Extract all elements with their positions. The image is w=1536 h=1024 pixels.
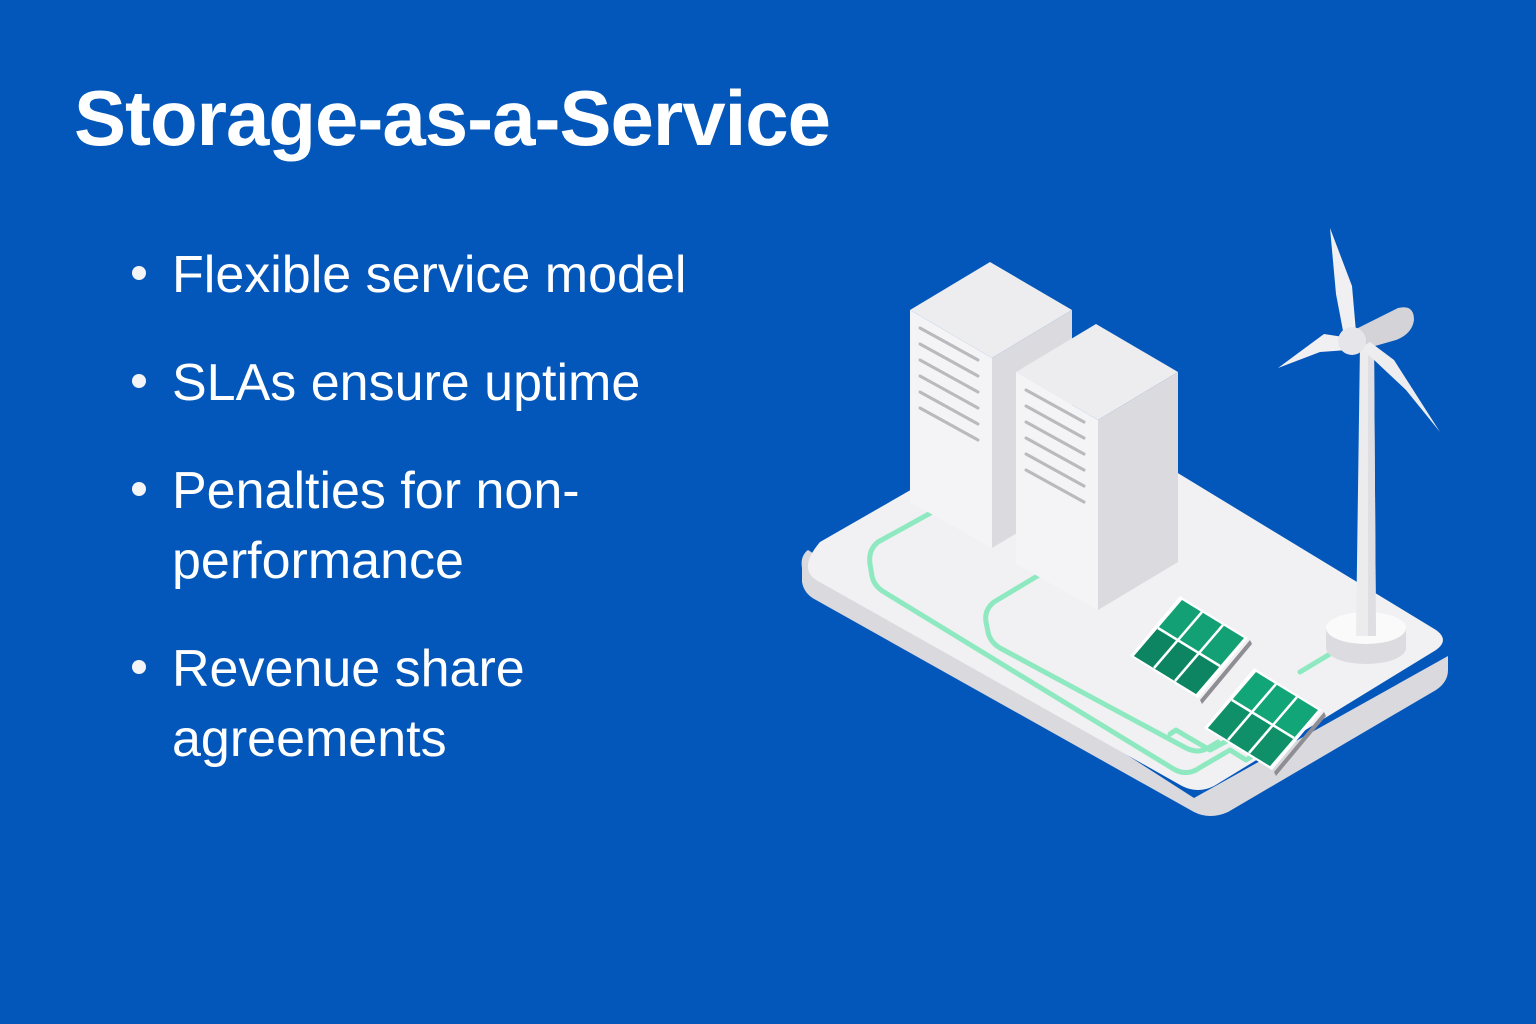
bullet-item: Penalties for non-performance: [128, 456, 778, 596]
bullet-text: SLAs ensure uptime: [172, 354, 641, 412]
bullet-dot-icon: [132, 374, 146, 388]
bullet-item: SLAs ensure uptime: [128, 348, 778, 418]
bullet-text: Revenue share agreements: [172, 640, 525, 768]
energy-storage-illustration: [801, 228, 1448, 816]
wind-turbine: [1278, 228, 1440, 664]
bullet-text: Flexible service model: [172, 246, 687, 304]
bullet-dot-icon: [132, 266, 146, 280]
bullet-text: Penalties for non-performance: [172, 462, 580, 590]
solar-panel: [1204, 668, 1326, 776]
solar-panel: [1130, 596, 1252, 704]
bullet-item: Revenue share agreements: [128, 634, 778, 774]
bullet-list: Flexible service model SLAs ensure uptim…: [128, 240, 778, 812]
bullet-item: Flexible service model: [128, 240, 778, 310]
server-tower: [1016, 324, 1178, 610]
slide-title: Storage-as-a-Service: [74, 74, 831, 162]
bullet-dot-icon: [132, 482, 146, 496]
bullet-dot-icon: [132, 660, 146, 674]
